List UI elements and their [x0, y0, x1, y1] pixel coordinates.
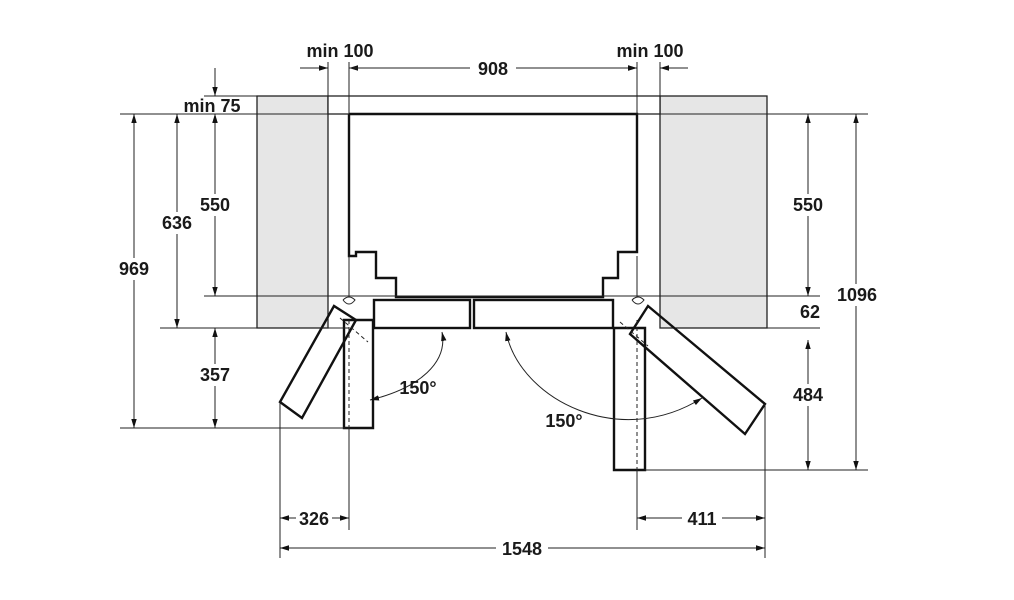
fridge-body [342, 112, 645, 330]
label-left-outer: 969 [119, 259, 149, 279]
label-right-door-extension: 484 [793, 385, 823, 405]
label-right-hinge: 62 [800, 302, 820, 322]
label-bottom-right: 411 [687, 509, 716, 529]
top-dimensions [300, 56, 688, 114]
label-angle-left: 150° [399, 378, 436, 398]
label-left-door-extension: 357 [200, 365, 230, 385]
bottom-dimensions [279, 402, 766, 558]
right-cabinet [659, 95, 768, 329]
right-door-open [612, 304, 767, 472]
label-bottom-total: 1548 [502, 539, 542, 559]
label-right-outer: 1096 [837, 285, 877, 305]
left-cabinet [256, 95, 329, 329]
label-left-inner: 636 [162, 213, 192, 233]
label-angle-right: 150° [545, 411, 582, 431]
label-top-right-clearance: min 100 [616, 41, 683, 61]
back-wall-strip [327, 95, 661, 115]
right-door-closed [472, 298, 615, 330]
left-angle-arc [369, 331, 447, 401]
right-angle-arc [505, 331, 703, 421]
label-top-gap: min 75 [183, 96, 240, 116]
label-top-width: 908 [478, 59, 508, 79]
wall-structure [256, 95, 768, 329]
left-door-open [278, 304, 375, 430]
label-left-depth: 550 [200, 195, 230, 215]
left-door-closed [372, 298, 472, 330]
labels: min 100 908 min 100 min 75 550 636 969 3… [114, 40, 880, 560]
label-right-depth: 550 [793, 195, 823, 215]
label-top-left-clearance: min 100 [306, 41, 373, 61]
label-bottom-left: 326 [299, 509, 329, 529]
